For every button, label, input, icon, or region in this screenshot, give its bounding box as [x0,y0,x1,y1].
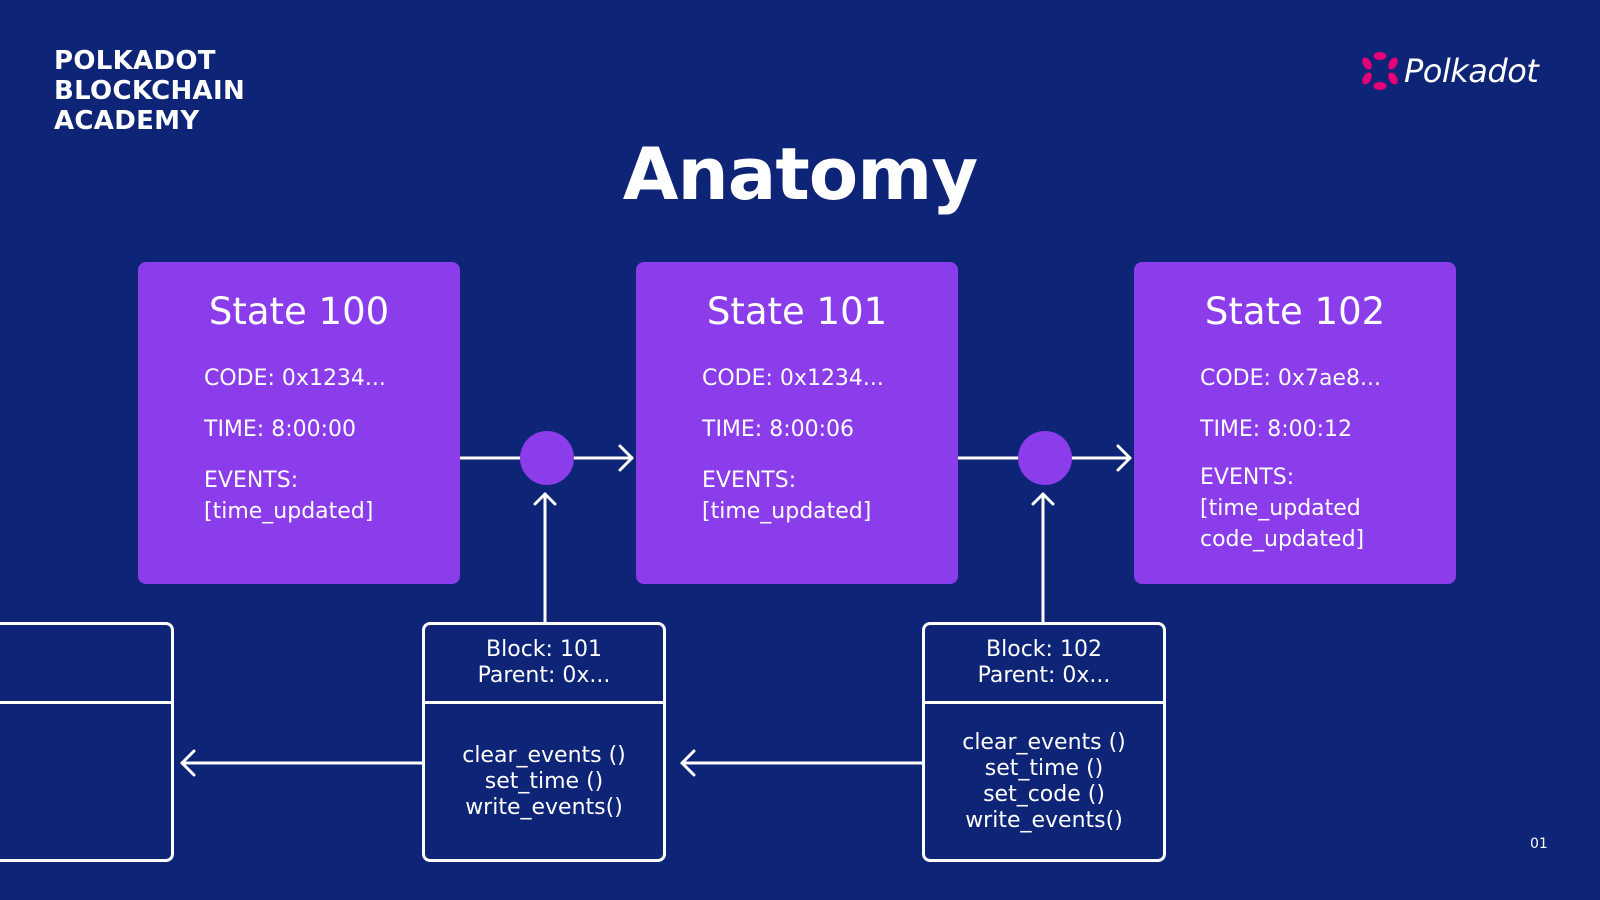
block-call: set_time () [484,768,604,794]
block-call: write_events() [465,794,623,820]
arrow-head [533,492,557,506]
arrow-head [618,444,634,472]
arrow-head [1116,444,1132,472]
events-line: [time_updated [1200,496,1361,521]
arrow-head [680,749,696,777]
academy-line: BLOCKCHAIN [54,76,246,106]
block-header: Block: 101 Parent: 0x... [425,625,663,704]
block-call: clear_events () [462,742,626,768]
state-title: State 101 [706,290,888,333]
state-code: CODE: 0x7ae8... [1200,366,1381,391]
block-box: Block: 102 Parent: 0x... clear_events ()… [922,622,1166,862]
block-header: Block: 102 Parent: 0x... [925,625,1163,704]
block-parent: Parent: 0x... [977,663,1111,688]
block-call: set_time () [984,755,1104,781]
state-title: State 100 [208,290,390,333]
state-events: EVENTS: [time_updated] [702,465,871,527]
state-box: State 101 CODE: 0x1234... TIME: 8:00:06 … [636,262,958,584]
events-line: code_updated] [1200,527,1365,552]
state-box: State 100 CODE: 0x1234... TIME: 8:00:00 … [138,262,460,584]
page-number: 01 [1530,836,1548,852]
events-label: EVENTS: [702,468,797,493]
events-label: EVENTS: [1200,465,1295,490]
academy-line: ACADEMY [54,106,200,136]
state-title: State 102 [1204,290,1386,333]
block-call: write_events() [965,807,1123,833]
polkadot-logo: Polkadot [1362,48,1539,94]
previous-block-box [0,622,174,862]
state-events: EVENTS: [time_updated code_updated] [1200,462,1364,555]
block-call: set_code () [983,781,1105,807]
state-time: TIME: 8:00:00 [204,417,357,442]
block-header [0,625,171,704]
slide-title: Anatomy [622,132,978,216]
block-body: clear_events () set_time () write_events… [425,704,663,859]
state-time: TIME: 8:00:06 [702,417,855,442]
state-box: State 102 CODE: 0x7ae8... TIME: 8:00:12 … [1134,262,1456,584]
events-line: [time_updated] [204,499,374,524]
transition-node [1018,431,1072,485]
state-time: TIME: 8:00:12 [1200,417,1353,442]
arrow-head [1031,492,1055,506]
state-code: CODE: 0x1234... [702,366,884,391]
logo-text: Polkadot [1404,52,1539,90]
transition-node [520,431,574,485]
arrow-head [180,749,196,777]
state-code: CODE: 0x1234... [204,366,386,391]
block-body [0,704,171,859]
events-label: EVENTS: [204,468,299,493]
block-number: Block: 101 [486,637,602,662]
academy-line: POLKADOT [54,46,216,76]
state-events: EVENTS: [time_updated] [204,465,373,527]
academy-wordmark: POLKADOT BLOCKCHAIN ACADEMY [54,46,245,136]
block-parent: Parent: 0x... [477,663,611,688]
block-box: Block: 101 Parent: 0x... clear_events ()… [422,622,666,862]
block-call: clear_events () [962,729,1126,755]
block-number: Block: 102 [986,637,1102,662]
block-body: clear_events () set_time () set_code () … [925,704,1163,859]
events-line: [time_updated] [702,499,872,524]
polkadot-logo-icon [1362,52,1398,90]
